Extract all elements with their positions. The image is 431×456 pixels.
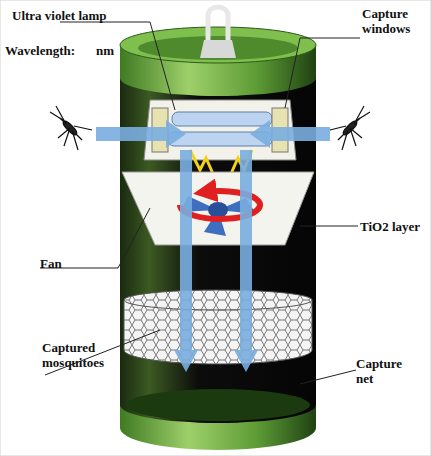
cap-recess	[138, 36, 298, 60]
airflow-arrow	[96, 120, 330, 372]
hook-base	[200, 40, 236, 58]
part-label: Fan	[40, 256, 80, 271]
cap-top	[120, 27, 316, 63]
part-label: Wavelength:	[5, 43, 95, 58]
part-label: Captured mosquitoes	[42, 340, 124, 370]
tray-opening	[126, 389, 310, 421]
trap-body	[120, 60, 316, 447]
uv-lamp-tube	[172, 112, 272, 126]
net-rim	[124, 290, 312, 310]
tio2-cone	[122, 172, 314, 245]
part-label: Capture windows	[362, 6, 424, 36]
mosquito	[330, 106, 370, 150]
part-label: Ultra violet lamp	[12, 8, 172, 23]
leader-line	[40, 22, 360, 384]
mosquito	[50, 106, 92, 150]
hanging-hook	[208, 7, 228, 45]
part-label: TiO2 layer	[360, 219, 430, 234]
part-label: Capture net	[356, 356, 412, 386]
part-label: nm	[96, 43, 126, 58]
